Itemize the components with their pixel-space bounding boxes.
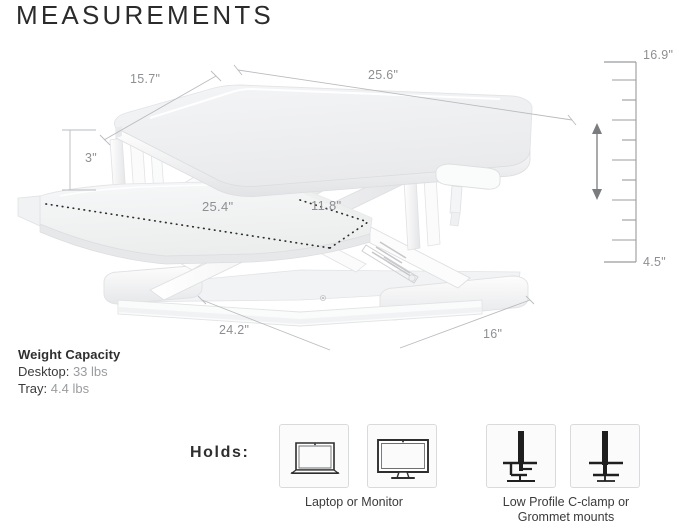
dimension-label-tray-depth: 11.8" [311,198,342,213]
weight-capacity-row-desktop: Desktop: 33 lbs [18,363,120,380]
holds-caption-mounts-line1: Low Profile C-clamp or [502,495,630,509]
weight-capacity-tray-value: 4.4 lbs [50,381,90,396]
height-ruler-graphic [592,61,637,263]
ruler-max-label: 16.9" [643,48,674,62]
keyboard-tray [17,179,373,265]
scissor-lift-mechanism [109,133,471,301]
dimension-label-base-depth: 16" [483,327,503,341]
dimension-label-desktop-width: 25.6" [368,68,399,82]
weight-capacity-tray-label: Tray: [18,381,48,396]
grommet-mount-icon [589,431,623,482]
dimension-label-base-width: 24.2" [219,323,250,337]
holds-label: Holds: [190,444,250,461]
holds-icon-box-monitor [367,424,437,488]
monitor-icon [377,439,429,479]
dimension-label-desktop-depth: 15.7" [130,72,161,86]
laptop-icon [290,442,340,474]
weight-capacity-heading: Weight Capacity [18,347,121,362]
dimension-label-desktop-thickness: 3" [85,151,97,165]
holds-caption-laptop-monitor: Laptop or Monitor [305,495,403,509]
holds-caption-mounts-line2: Grommet mounts [517,510,615,524]
holds-icon-box-laptop [279,424,349,488]
weight-capacity-desktop-value: 33 lbs [72,364,108,379]
holds-icon-box-grommet [570,424,640,488]
gas-spring-coil [371,241,415,279]
weight-capacity-desktop-label: Desktop: [18,364,70,379]
product-base [103,265,529,327]
weight-capacity-row-tray: Tray: 4.4 lbs [18,380,120,397]
holds-icon-box-c-clamp [486,424,556,488]
page-title: MEASUREMENTS [16,0,274,30]
ruler-min-label: 4.5" [643,255,667,269]
weight-capacity-block: Weight Capacity Desktop: 33 lbs Tray: 4.… [18,346,120,397]
c-clamp-icon [503,431,537,482]
dimension-label-tray-width: 25.4" [202,199,234,214]
desktop-surface [114,84,533,197]
height-adjust-handle [435,163,501,227]
